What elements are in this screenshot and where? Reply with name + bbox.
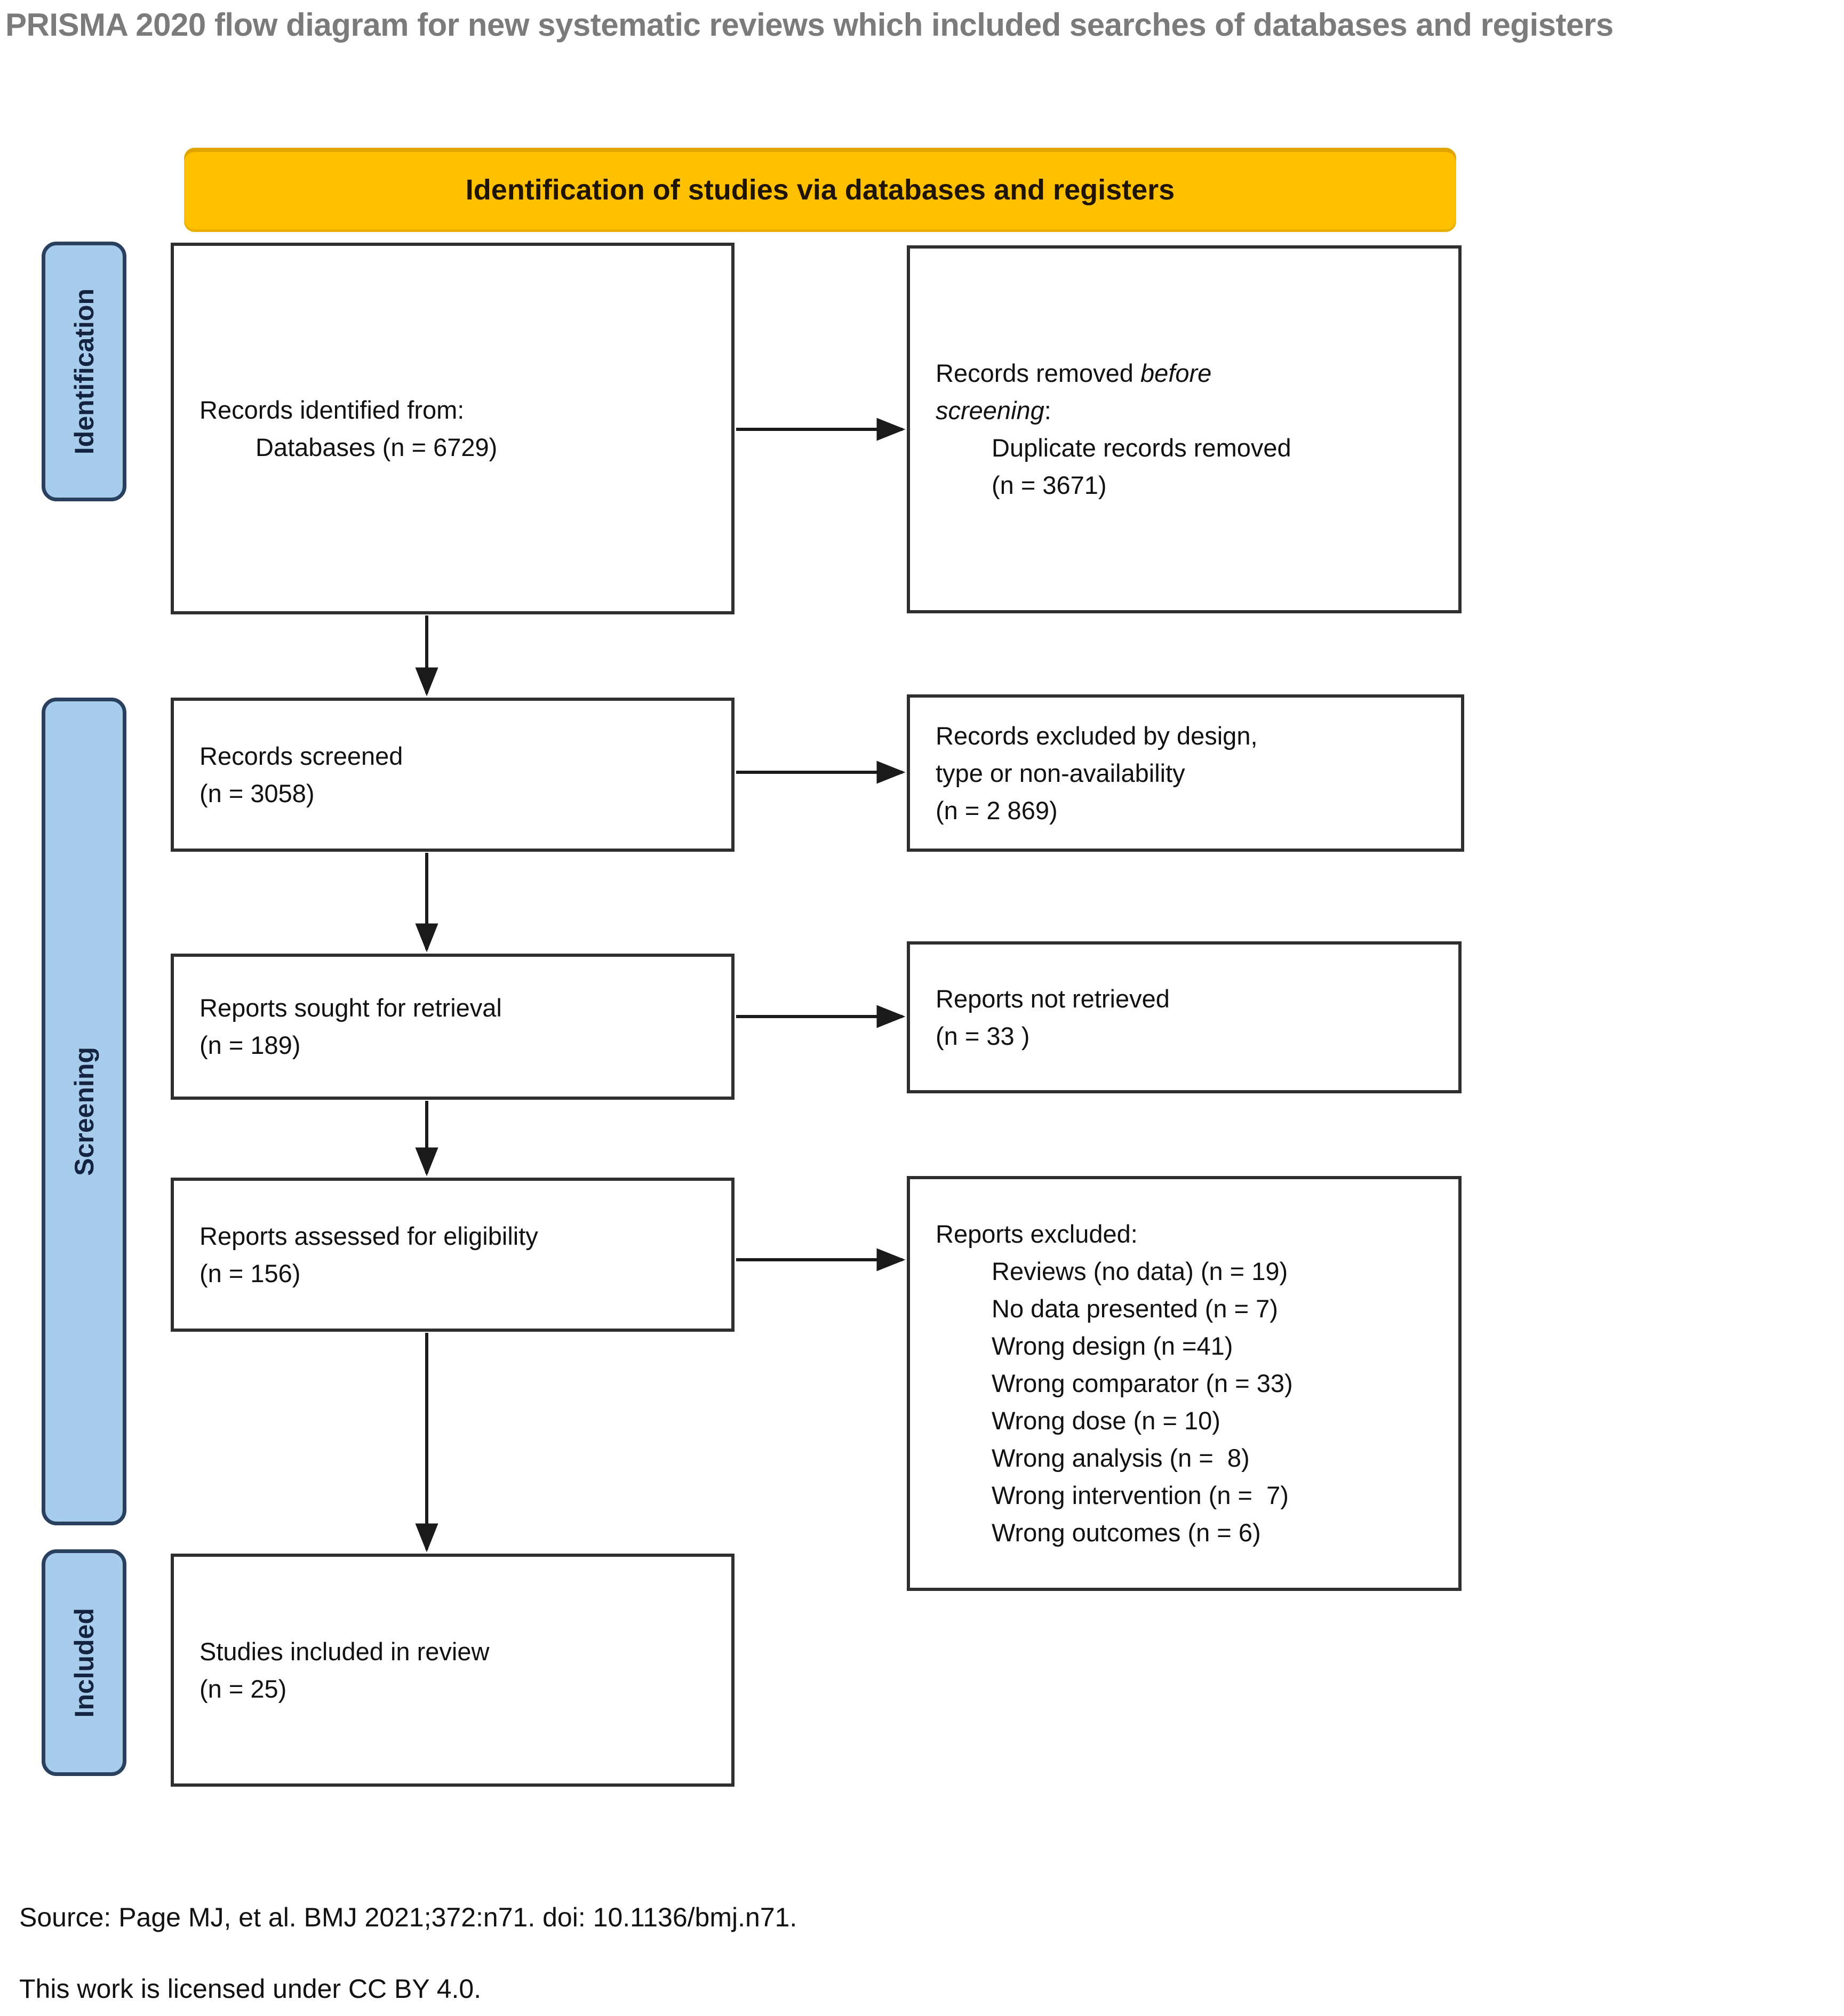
reports-assessed-line1: Reports assessed for eligibility bbox=[199, 1221, 538, 1250]
box-reports-assessed: Reports assessed for eligibility (n = 15… bbox=[171, 1178, 735, 1332]
reports-excluded-item: Wrong dose (n = 10) bbox=[992, 1406, 1220, 1435]
reports-sought-line1: Reports sought for retrieval bbox=[199, 994, 502, 1022]
page-title: PRISMA 2020 flow diagram for new systema… bbox=[5, 7, 1614, 43]
records-screened-line1: Records screened bbox=[199, 741, 403, 770]
reports-assessed-line2: (n = 156) bbox=[199, 1259, 301, 1287]
records-excluded-line2: type or non-availability bbox=[936, 758, 1185, 787]
stage-label-identification: Identification bbox=[69, 288, 99, 455]
box-records-removed-before-screening: Records removed before screening: Duplic… bbox=[907, 245, 1462, 613]
stage-label-screening: Screening bbox=[69, 1047, 99, 1176]
records-identified-line1: Records identified from: bbox=[199, 395, 465, 424]
banner-label: Identification of studies via databases … bbox=[465, 174, 1175, 206]
reports-not-retrieved-line2: (n = 33 ) bbox=[936, 1021, 1030, 1050]
reports-excluded-item: Wrong intervention (n = 7) bbox=[992, 1481, 1289, 1509]
studies-included-line2: (n = 25) bbox=[199, 1674, 287, 1703]
reports-excluded-header: Reports excluded: bbox=[936, 1220, 1138, 1248]
records-removed-line2: screening: bbox=[936, 396, 1051, 425]
reports-excluded-item: Wrong analysis (n = 8) bbox=[992, 1444, 1250, 1472]
box-studies-included: Studies included in review (n = 25) bbox=[171, 1554, 735, 1787]
duplicate-records-removed-count: (n = 3671) bbox=[992, 471, 1107, 499]
records-screened-line2: (n = 3058) bbox=[199, 779, 315, 807]
records-excluded-line1: Records excluded by design, bbox=[936, 721, 1258, 750]
duplicate-records-removed-line: Duplicate records removed bbox=[992, 434, 1291, 462]
stage-bar-included: Included bbox=[42, 1549, 126, 1776]
reports-excluded-item: Wrong design (n =41) bbox=[992, 1332, 1233, 1360]
reports-excluded-item: No data presented (n = 7) bbox=[992, 1294, 1278, 1323]
studies-included-line1: Studies included in review bbox=[199, 1637, 490, 1666]
box-records-screened: Records screened (n = 3058) bbox=[171, 698, 735, 852]
records-excluded-line3: (n = 2 869) bbox=[936, 796, 1058, 825]
reports-excluded-item: Wrong outcomes (n = 6) bbox=[992, 1518, 1261, 1547]
records-removed-line1: Records removed before bbox=[936, 359, 1212, 387]
box-reports-not-retrieved: Reports not retrieved (n = 33 ) bbox=[907, 941, 1462, 1093]
reports-sought-line2: (n = 189) bbox=[199, 1031, 301, 1059]
records-identified-line2: Databases (n = 6729) bbox=[256, 433, 498, 461]
banner-identification-of-studies: Identification of studies via databases … bbox=[184, 148, 1456, 232]
footer-source-citation: Source: Page MJ, et al. BMJ 2021;372:n71… bbox=[19, 1902, 797, 1932]
box-reports-excluded: Reports excluded: Reviews (no data) (n =… bbox=[907, 1176, 1462, 1591]
box-reports-sought: Reports sought for retrieval (n = 189) bbox=[171, 954, 735, 1100]
box-records-identified: Records identified from: Databases (n = … bbox=[171, 243, 735, 614]
reports-not-retrieved-line1: Reports not retrieved bbox=[936, 984, 1170, 1013]
stage-bar-screening: Screening bbox=[42, 698, 126, 1525]
footer-license: This work is licensed under CC BY 4.0. bbox=[19, 1974, 482, 2004]
reports-excluded-item: Wrong comparator (n = 33) bbox=[992, 1369, 1293, 1397]
reports-excluded-item: Reviews (no data) (n = 19) bbox=[992, 1257, 1288, 1285]
stage-bar-identification: Identification bbox=[42, 242, 126, 501]
stage-label-included: Included bbox=[69, 1607, 99, 1718]
box-records-excluded: Records excluded by design, type or non-… bbox=[907, 694, 1464, 852]
